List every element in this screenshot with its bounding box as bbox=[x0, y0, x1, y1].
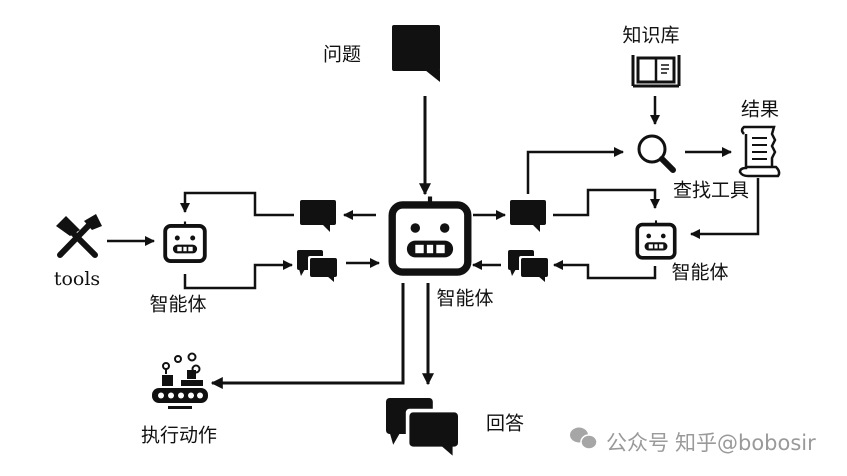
watermark: 公众号知乎@bobosir bbox=[600, 427, 816, 457]
central-agent-robot-icon bbox=[392, 197, 468, 273]
tools-label: tools bbox=[53, 268, 101, 290]
right-agent-label: 智能体 bbox=[671, 261, 729, 284]
connector-agent-to-action bbox=[210, 283, 405, 389]
search-tool-label: 查找工具 bbox=[672, 179, 750, 202]
magnifier-search-icon bbox=[637, 134, 676, 173]
left-agent-robot-icon bbox=[163, 219, 207, 264]
result-label: 结果 bbox=[740, 98, 780, 121]
scroll-result-icon bbox=[738, 125, 781, 178]
watermark-prefix: 公众号 bbox=[606, 431, 669, 455]
right-speech-bubble-icon bbox=[510, 200, 546, 232]
connector-result-to-right-agent bbox=[690, 178, 760, 239]
watermark-text: 知乎@bobosir bbox=[675, 431, 816, 455]
left-speech-bubble-icon bbox=[300, 200, 336, 232]
right-agent-robot-icon bbox=[635, 218, 677, 260]
answer-bubbles-icon bbox=[386, 398, 460, 456]
question-label: 问题 bbox=[322, 43, 362, 66]
connector-bubble-to-right-agent bbox=[553, 188, 660, 217]
book-icon bbox=[631, 55, 681, 88]
connector-bubble-to-search bbox=[526, 147, 624, 194]
left-double-bubble-icon bbox=[297, 250, 338, 282]
connector-left-agent-to-bubbles bbox=[183, 260, 293, 290]
robot-arm-conveyor-icon bbox=[152, 352, 208, 409]
execute-action-label: 执行动作 bbox=[140, 424, 218, 447]
hammer-tools-icon bbox=[56, 214, 102, 258]
connector-right-agent-to-bubbles bbox=[553, 260, 657, 280]
question-bubble-icon bbox=[392, 25, 440, 82]
wechat-icon bbox=[570, 427, 598, 450]
central-agent-label: 智能体 bbox=[436, 287, 494, 310]
left-agent-label: 智能体 bbox=[149, 293, 207, 316]
answer-label: 回答 bbox=[485, 412, 525, 435]
connector-left-bubble-to-agent bbox=[180, 191, 294, 217]
right-double-bubble-icon bbox=[508, 250, 549, 282]
knowledge-base-label: 知识库 bbox=[622, 24, 680, 47]
